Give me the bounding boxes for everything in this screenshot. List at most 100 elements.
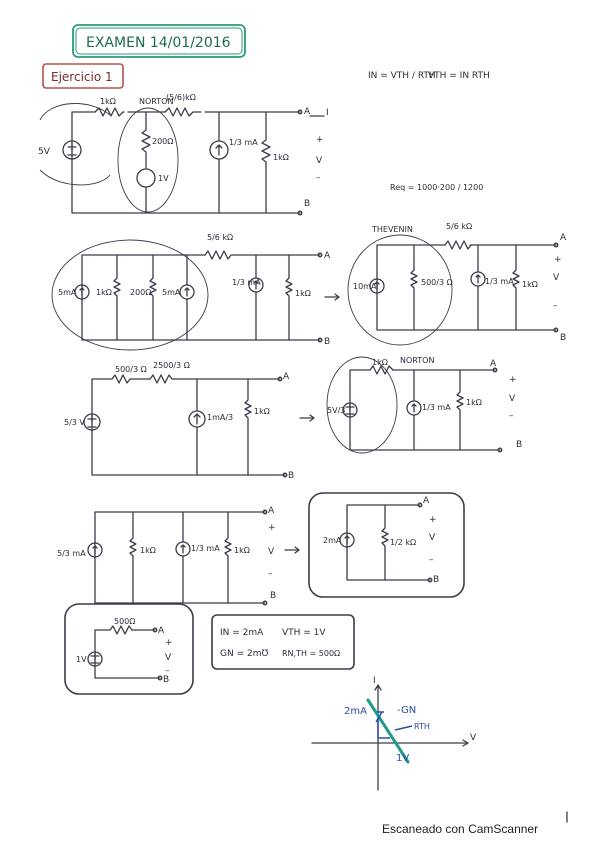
- c6-r1: 1kΩ: [140, 546, 156, 555]
- c4-isrc: 1mA/3: [207, 413, 233, 422]
- svg-text:V: V: [316, 156, 323, 166]
- c2-isrc1: 5mA: [58, 288, 77, 297]
- svg-text:–: –: [509, 411, 514, 421]
- circuit-7: 2mA 1/2 kΩ A B + V –: [308, 492, 465, 598]
- c1-source: 5V: [38, 147, 51, 157]
- c2-isrc3: 1/3 mA: [232, 278, 261, 287]
- svg-text:V: V: [165, 653, 172, 663]
- graph-x-int: 1V: [396, 753, 409, 764]
- svg-text:+: +: [165, 638, 173, 648]
- exam-title-box: EXAMEN 14/01/2016: [72, 24, 246, 58]
- svg-text:B: B: [270, 591, 276, 601]
- c1-rload: 1kΩ: [273, 153, 289, 162]
- svg-text:B: B: [288, 471, 294, 481]
- svg-text:–: –: [429, 555, 434, 565]
- c2-rs: 5/6 kΩ: [207, 233, 233, 242]
- c3-rs: 5/6 kΩ: [446, 222, 472, 231]
- graph-y-label: I: [373, 676, 376, 686]
- req-formula: Req = 1000·200 / 1200: [390, 183, 483, 192]
- c4-r2: 2500/3 Ω: [153, 361, 190, 370]
- results-box: IN = 2mA VTH = 1V GN = 2mƱ RN,TH = 500Ω: [211, 614, 355, 670]
- result-gn: GN = 2mƱ: [220, 649, 268, 659]
- iv-graph: I V 2mA -GN RTH 1V: [311, 676, 477, 791]
- svg-text:V: V: [509, 394, 516, 404]
- graph-rth: RTH: [414, 722, 430, 731]
- svg-text:A: A: [324, 251, 331, 261]
- svg-text:+: +: [509, 375, 517, 385]
- svg-text:V: V: [429, 533, 436, 543]
- scanner-watermark: Escaneado con CamScanner: [382, 822, 539, 836]
- c4-src: 5/3 V: [64, 418, 85, 427]
- c7-r: 1/2 kΩ: [390, 538, 416, 547]
- circuit-6: 5/3 mA 1kΩ 1/3 mA 1kΩ A B + V –: [57, 506, 300, 606]
- graph-x-label: V: [470, 733, 477, 743]
- circuit-1: 5V 1kΩ NORTON (5/6)kΩ 200Ω 1V 1/3 mA 1kΩ…: [38, 93, 329, 216]
- c1-isrc: 1/3 mA: [229, 138, 258, 147]
- svg-text:A: A: [268, 506, 275, 516]
- svg-text:A: A: [423, 496, 430, 506]
- c1-node-a: A: [304, 107, 311, 117]
- c5-isrc: 1/3 mA: [422, 403, 451, 412]
- graph-y-int: 2mA: [344, 706, 367, 717]
- c5-r1: 1kΩ: [372, 358, 388, 367]
- c1-norton-label: NORTON: [139, 97, 173, 106]
- c6-r2: 1kΩ: [234, 546, 250, 555]
- svg-text:+: +: [429, 515, 437, 525]
- c1-r1: 1kΩ: [100, 97, 116, 106]
- c5-src: 5V/3: [327, 406, 345, 415]
- graph-slope: -GN: [397, 705, 416, 716]
- c6-isrc1: 5/3 mA: [57, 549, 86, 558]
- svg-text:B: B: [433, 575, 439, 585]
- circuit-2: 5/6 kΩ 5mA 1kΩ 200Ω 5mA 1/3 mA 1kΩ A B: [51, 233, 340, 351]
- svg-text:–: –: [165, 666, 170, 676]
- svg-text:A: A: [158, 626, 165, 636]
- c3-rload: 1kΩ: [522, 280, 538, 289]
- svg-text:I: I: [326, 108, 329, 118]
- exam-title: EXAMEN 14/01/2016: [86, 35, 231, 51]
- c4-rload: 1kΩ: [254, 407, 270, 416]
- c3-isrc2: 1/3 mA: [485, 277, 514, 286]
- svg-text:–: –: [553, 301, 558, 311]
- c2-isrc2: 5mA: [162, 288, 181, 297]
- svg-text:A: A: [283, 372, 290, 382]
- circuit-8: 500Ω 1V A B + V –: [64, 603, 194, 695]
- c2-r1: 1kΩ: [96, 288, 112, 297]
- c8-src: 1V: [76, 655, 87, 664]
- c1-node-b: B: [304, 199, 310, 209]
- svg-text:+: +: [268, 523, 276, 533]
- svg-text:A: A: [490, 359, 497, 369]
- svg-text:A: A: [560, 233, 567, 243]
- result-in: IN = 2mA: [220, 628, 264, 638]
- c2-rload: 1kΩ: [295, 289, 311, 298]
- vth-formula: VTH = IN RTH: [428, 71, 490, 81]
- c3-r1: 500/3 Ω: [421, 278, 453, 287]
- svg-text:+: +: [554, 255, 562, 265]
- c1-r2: (5/6)kΩ: [166, 93, 196, 102]
- c4-r1: 500/3 Ω: [115, 365, 147, 374]
- svg-text:B: B: [516, 440, 522, 450]
- svg-text:B: B: [560, 333, 566, 343]
- c2-r2: 200Ω: [130, 288, 151, 297]
- exercise-label: Ejercicio 1: [51, 70, 113, 84]
- c3-thevenin-label: THEVENIN: [371, 225, 413, 234]
- svg-text:V: V: [268, 547, 275, 557]
- svg-text:B: B: [163, 675, 169, 685]
- svg-text:+: +: [316, 135, 324, 145]
- exercise-label-box: Ejercicio 1: [42, 63, 124, 89]
- c7-isrc: 2mA: [323, 536, 342, 545]
- in-formula: IN = VTH / RTH: [368, 71, 436, 81]
- svg-text:V: V: [553, 273, 560, 283]
- c3-isrc1: 10mA: [353, 282, 377, 291]
- result-rn: RN,TH = 500Ω: [282, 649, 340, 658]
- c1-r3: 200Ω: [152, 137, 173, 146]
- c5-rload: 1kΩ: [466, 398, 482, 407]
- c6-isrc2: 1/3 mA: [191, 544, 220, 553]
- c5-norton-label: NORTON: [400, 356, 434, 365]
- c1-src2: 1V: [158, 174, 169, 183]
- circuit-4: 500/3 Ω 2500/3 Ω 5/3 V 1mA/3 1kΩ A B: [64, 361, 315, 481]
- svg-text:B: B: [324, 337, 330, 347]
- result-vth: VTH = 1V: [282, 628, 326, 638]
- circuit-3: THEVENIN 5/6 kΩ 10mA 500/3 Ω 1/3 mA 1kΩ …: [347, 222, 567, 346]
- c8-r: 500Ω: [114, 617, 135, 626]
